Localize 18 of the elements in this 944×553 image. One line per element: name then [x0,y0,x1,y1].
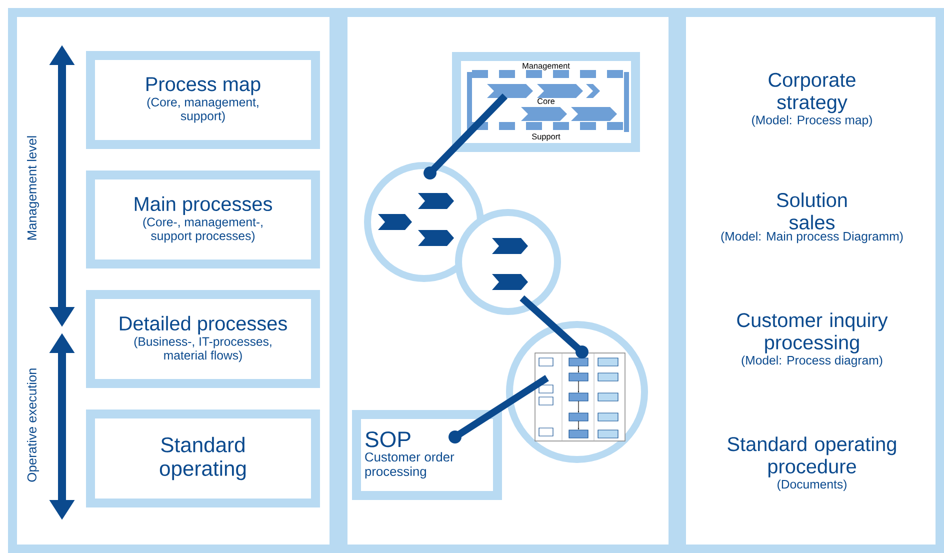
model-note: (Model: Process map) [752,115,872,127]
process-map-picture: Management Core Support [452,52,640,152]
process-box: Main processes (Core-, management-, support processes) [86,170,320,268]
leader-line [448,375,549,444]
process-box: Standard operating [86,410,320,508]
leader-line [424,94,508,180]
process-box: Detailed processes (Business-, IT-processes, material flows) [86,290,320,388]
level-heading: Solution sales [776,192,847,230]
model-note: (Model: Main process Diagramm) [721,232,903,244]
axis-label: Operative execution [27,368,39,482]
process-box: SOP Customer order processing [352,410,502,500]
level-heading: Corporate strategy [768,72,856,114]
level-heading: Standard operating procedure [728,436,896,478]
axis-label: Management level [27,136,39,240]
process-box: Process map (Core, management, support) [86,51,320,149]
model-note: (Model: Process diagram) [742,356,882,368]
model-note: (Documents) [778,480,846,492]
level-heading: Customer inquiry processing [737,312,888,354]
